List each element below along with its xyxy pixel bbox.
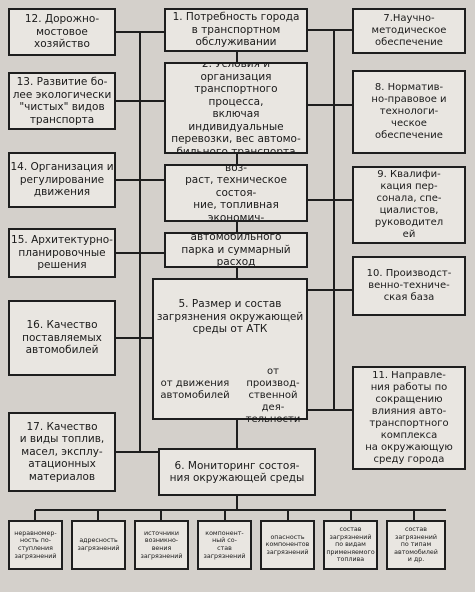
node-9-label: 9. Квалифи- кация пер- сонала, спе- циал… (374, 169, 444, 240)
bottom-label: состав загрязнений по видам применяемого… (326, 526, 375, 564)
node-5b-from-production: от производ- ственной дея- тельности (245, 366, 301, 425)
node-5a-from-traffic: от движения автомобилей (160, 378, 230, 401)
bottom-label: адресность загрязнений (77, 537, 120, 552)
bottom-label: неравномер- ность по- ступления загрязне… (14, 529, 57, 560)
bottom-box-hazard: опасность компонентов загрязнений (260, 520, 315, 570)
bottom-label: опасность компонентов загрязнений (265, 533, 310, 556)
node-16-label: 16. Качество поставляемых автомобилей (22, 319, 102, 357)
bottom-label: состав загрязнений по типам автомобилей … (394, 526, 438, 564)
bottom-box-addressability: адресность загрязнений (71, 520, 126, 570)
node-15-label: 15. Архитектурно- планировочные решения (11, 234, 113, 272)
node-6-label: 6. Мониторинг состоя- ния окружающей сре… (169, 459, 305, 485)
node-14-label: 14. Организация и регулирование движения (10, 161, 114, 199)
node-10-production-base: 10. Производст- венно-техниче- ская база (352, 256, 466, 316)
node-13-label: 13. Развитие бо- лее экологически "чисты… (12, 76, 112, 126)
node-1-city-demand: 1. Потребность города в транспортном обс… (164, 8, 308, 52)
node-17-label: 17. Качество и виды топлив, масел, экспл… (19, 420, 105, 483)
node-17-fuel-quality: 17. Качество и виды топлив, масел, экспл… (8, 412, 116, 492)
node-3-label: 3. Размер, структура, воз- раст, техниче… (185, 164, 287, 222)
node-4-mileage-fuel: 4. Пробег автомобильного парка и суммарн… (164, 232, 308, 268)
node-12-road-bridge: 12. Дорожно- мостовое хозяйство (8, 8, 116, 56)
bottom-box-by-vehicle: состав загрязнений по типам автомобилей … (386, 520, 446, 570)
node-11-work-directions: 11. Направле- ния работы по сокращению в… (352, 366, 466, 470)
bottom-box-sources: источники возникно- вения загрязнений (134, 520, 189, 570)
node-7-label: 7.Научно- методическое обеспечение (371, 13, 447, 48)
bottom-box-by-fuel: состав загрязнений по видам применяемого… (323, 520, 378, 570)
node-9-staff-qualification: 9. Квалифи- кация пер- сонала, спе- циал… (352, 166, 466, 244)
node-14-traffic-regulation: 14. Организация и регулирование движения (8, 152, 116, 208)
node-6-monitoring: 6. Мониторинг состоя- ния окружающей сре… (158, 448, 316, 496)
node-5-pollution: 5. Размер и состав загрязнения окружающе… (152, 278, 308, 420)
node-3-fleet-structure: 3. Размер, структура, воз- раст, техниче… (164, 164, 308, 222)
node-10-label: 10. Производст- венно-техниче- ская база (366, 268, 452, 303)
bottom-label: источники возникно- вения загрязнений (140, 529, 183, 560)
node-11-label: 11. Направле- ния работы по сокращению в… (365, 370, 453, 465)
node-2-label: 2. Условия и организация транспортного п… (171, 62, 301, 154)
node-7-methodology: 7.Научно- методическое обеспечение (352, 8, 466, 54)
node-8-label: 8. Норматив- но-правовое и технологи- че… (371, 82, 447, 141)
node-5-label: 5. Размер и состав загрязнения окружающе… (156, 298, 304, 335)
node-13-clean-transport: 13. Развитие бо- лее экологически "чисты… (8, 72, 116, 130)
node-8-regulatory: 8. Норматив- но-правовое и технологи- че… (352, 70, 466, 154)
bottom-box-composition: компонент- ный со- став загрязнений (197, 520, 252, 570)
node-12-label: 12. Дорожно- мостовое хозяйство (24, 13, 100, 51)
bottom-box-unevenness: неравномер- ность по- ступления загрязне… (8, 520, 63, 570)
node-4-label: 4. Пробег автомобильного парка и суммарн… (181, 232, 291, 268)
bottom-label: компонент- ный со- став загрязнений (203, 529, 246, 560)
node-16-vehicle-quality: 16. Качество поставляемых автомобилей (8, 300, 116, 376)
node-15-architecture: 15. Архитектурно- планировочные решения (8, 228, 116, 278)
node-1-label: 1. Потребность города в транспортном обс… (172, 11, 300, 49)
node-2-transport-process: 2. Условия и организация транспортного п… (164, 62, 308, 154)
